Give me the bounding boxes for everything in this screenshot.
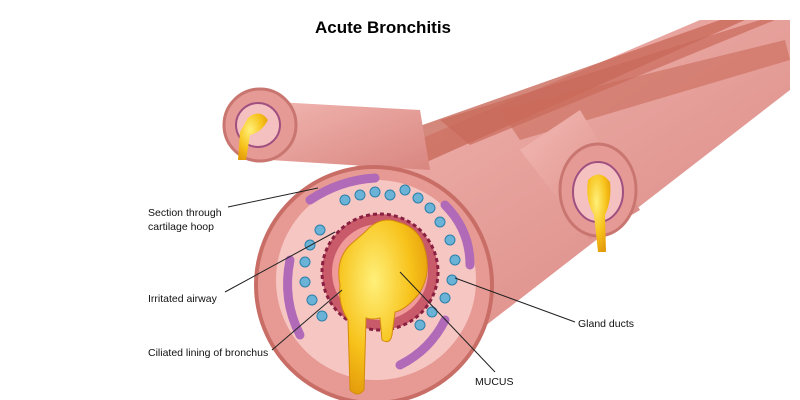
left-branch-section	[222, 87, 298, 163]
label-irritated-airway: Irritated airway	[148, 293, 218, 305]
mucus-small-right	[587, 174, 611, 252]
main-cross-section	[254, 165, 494, 400]
label-cartilage-2: cartilage hoop	[148, 221, 214, 233]
label-cartilage-1: Section through	[148, 207, 222, 219]
leader-gland	[454, 277, 576, 323]
mucus-small-left	[238, 113, 268, 160]
leader-irritated	[224, 231, 336, 293]
label-gland-ducts: Gland ducts	[578, 318, 634, 330]
leader-ciliated	[271, 289, 343, 351]
leader-mucus	[399, 271, 496, 373]
diagram-title: Acute Bronchitis	[315, 18, 451, 37]
mucus-plug	[338, 219, 428, 395]
right-branch-section	[558, 142, 638, 252]
label-mucus: MUCUS	[475, 376, 514, 388]
label-ciliated-lining: Ciliated lining of bronchus	[148, 347, 268, 359]
leader-cartilage	[227, 187, 319, 208]
gland-cluster	[299, 184, 461, 331]
